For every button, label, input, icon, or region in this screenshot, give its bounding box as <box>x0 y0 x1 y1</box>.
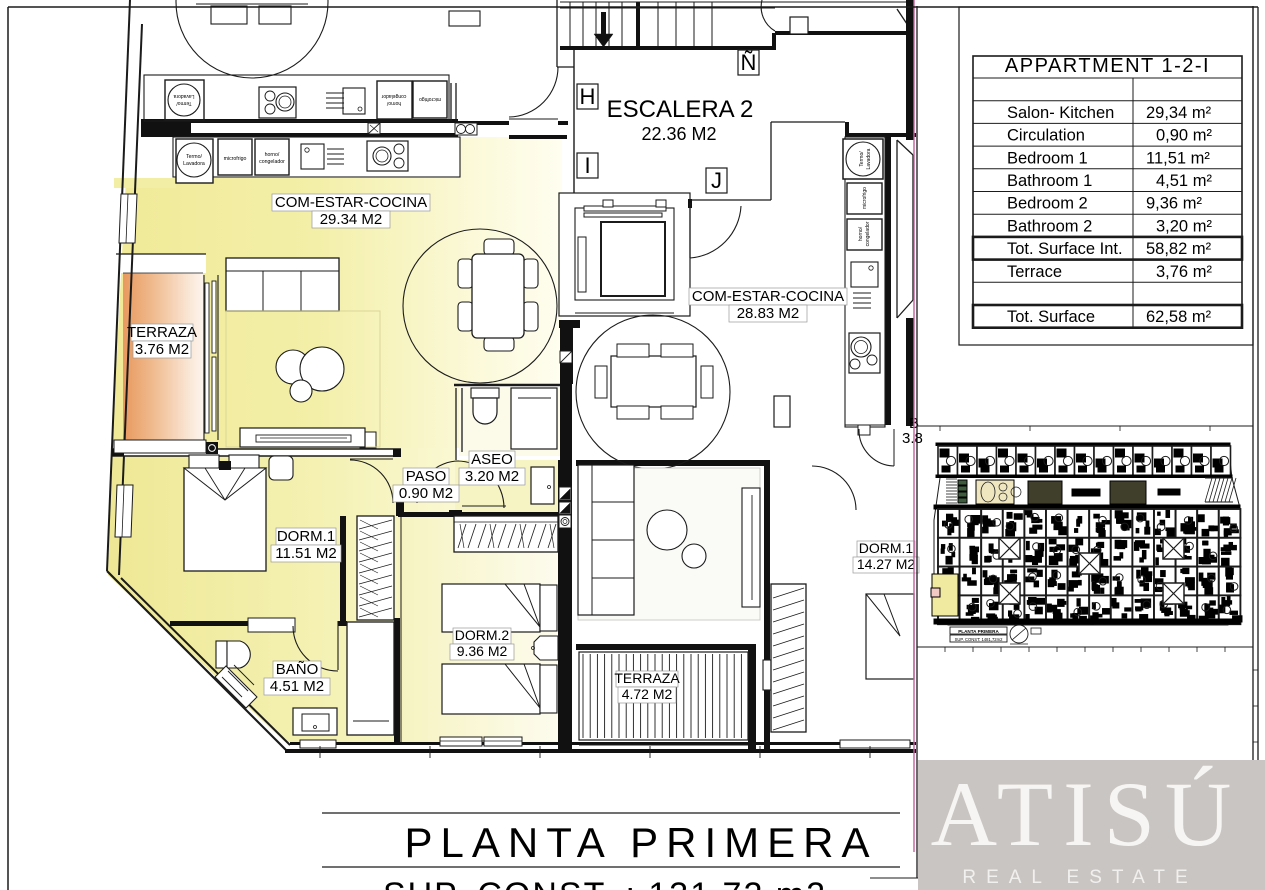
svg-text:3.76 M2: 3.76 M2 <box>135 341 189 358</box>
svg-text:Termo/: Termo/ <box>176 100 192 106</box>
svg-text:Termo/: Termo/ <box>186 154 202 160</box>
svg-text:Ñ: Ñ <box>741 50 757 75</box>
svg-text:4.51 M2: 4.51 M2 <box>270 678 324 695</box>
svg-text:Bedroom 2: Bedroom 2 <box>1007 195 1088 213</box>
svg-text:4.72 M2: 4.72 M2 <box>622 686 673 702</box>
svg-text:Tot. Surface: Tot. Surface <box>1007 308 1095 326</box>
svg-text:DORM.1: DORM.1 <box>277 528 335 545</box>
svg-text:PLANTA PRIMERA: PLANTA PRIMERA <box>958 629 999 634</box>
svg-text:PASO: PASO <box>406 468 447 485</box>
svg-text:29.34 M2: 29.34 M2 <box>320 211 383 228</box>
svg-text:horno/: horno/ <box>858 226 864 241</box>
svg-text:congelador: congelador <box>865 221 871 246</box>
svg-text:3,20 m²: 3,20 m² <box>1156 217 1212 235</box>
svg-text:9.36 M2: 9.36 M2 <box>457 643 508 659</box>
svg-text:TERRAZA: TERRAZA <box>614 670 680 686</box>
svg-text:microfrigo: microfrigo <box>862 187 868 209</box>
svg-text:BAÑO: BAÑO <box>276 661 319 678</box>
svg-text:Lavadora: Lavadora <box>866 148 872 169</box>
svg-text:H: H <box>580 84 596 109</box>
svg-text:Terrace: Terrace <box>1007 263 1062 281</box>
svg-text:horno/: horno/ <box>265 152 280 158</box>
svg-text:microfrigo: microfrigo <box>419 96 441 102</box>
svg-text:Lavadora: Lavadora <box>183 161 205 167</box>
svg-text:COM-ESTAR-COCINA: COM-ESTAR-COCINA <box>692 288 844 305</box>
svg-text:APPARTMENT 1-2-I: APPARTMENT 1-2-I <box>1005 55 1210 77</box>
svg-text:congelador: congelador <box>259 159 285 165</box>
svg-text:Circulation: Circulation <box>1007 127 1085 145</box>
svg-text:congelador: congelador <box>381 93 406 99</box>
svg-text:3,76 m²: 3,76 m² <box>1156 263 1212 281</box>
svg-text:SUP. CONST: 1481,72m2: SUP. CONST: 1481,72m2 <box>955 637 1004 642</box>
svg-text:62,58 m²: 62,58 m² <box>1146 308 1212 326</box>
svg-text:Bedroom 1: Bedroom 1 <box>1007 149 1088 167</box>
svg-text:DORM.2: DORM.2 <box>455 627 510 643</box>
svg-text:Bathroom 1: Bathroom 1 <box>1007 172 1092 190</box>
svg-text:0,90 m²: 0,90 m² <box>1156 127 1212 145</box>
svg-text:ASEO: ASEO <box>471 451 513 468</box>
svg-text:11.51 M2: 11.51 M2 <box>275 545 336 562</box>
svg-text:9,36 m²: 9,36 m² <box>1146 195 1202 213</box>
svg-text:DORM.1: DORM.1 <box>859 540 914 556</box>
svg-text:SUP. CONST. : 131,72 m2: SUP. CONST. : 131,72 m2 <box>383 876 827 890</box>
svg-text:Lavadora: Lavadora <box>173 93 194 99</box>
svg-text:Salon- Kitchen: Salon- Kitchen <box>1007 104 1114 122</box>
svg-text:28.83 M2: 28.83 M2 <box>737 305 800 322</box>
svg-text:14.27 M2: 14.27 M2 <box>857 556 916 572</box>
svg-text:4,51 m²: 4,51 m² <box>1156 172 1212 190</box>
svg-text:3.20 M2: 3.20 M2 <box>465 468 519 485</box>
svg-text:horno/: horno/ <box>386 100 401 106</box>
svg-text:22.36 M2: 22.36 M2 <box>641 124 716 144</box>
svg-text:Tot. Surface Int.: Tot. Surface Int. <box>1007 240 1123 258</box>
svg-text:Termo/: Termo/ <box>859 151 865 167</box>
svg-text:ATISÚ: ATISÚ <box>931 763 1242 865</box>
svg-text:microfrigo: microfrigo <box>224 156 247 162</box>
svg-text:3.8: 3.8 <box>902 430 923 447</box>
svg-text:REAL ESTATE: REAL ESTATE <box>962 867 1197 888</box>
svg-text:58,82 m²: 58,82 m² <box>1146 240 1212 258</box>
svg-text:0.90 M2: 0.90 M2 <box>399 485 453 502</box>
svg-text:29,34 m²: 29,34 m² <box>1146 104 1212 122</box>
svg-text:COM-ESTAR-COCINA: COM-ESTAR-COCINA <box>275 194 427 211</box>
svg-text:Bathroom 2: Bathroom 2 <box>1007 217 1092 235</box>
svg-text:11,51 m²: 11,51 m² <box>1146 149 1210 167</box>
svg-text:I: I <box>584 153 590 178</box>
svg-text:PLANTA PRIMERA: PLANTA PRIMERA <box>405 819 878 866</box>
svg-text:ESCALERA 2: ESCALERA 2 <box>607 96 754 123</box>
svg-text:TERRAZA: TERRAZA <box>127 324 197 341</box>
svg-text:J: J <box>711 168 722 193</box>
